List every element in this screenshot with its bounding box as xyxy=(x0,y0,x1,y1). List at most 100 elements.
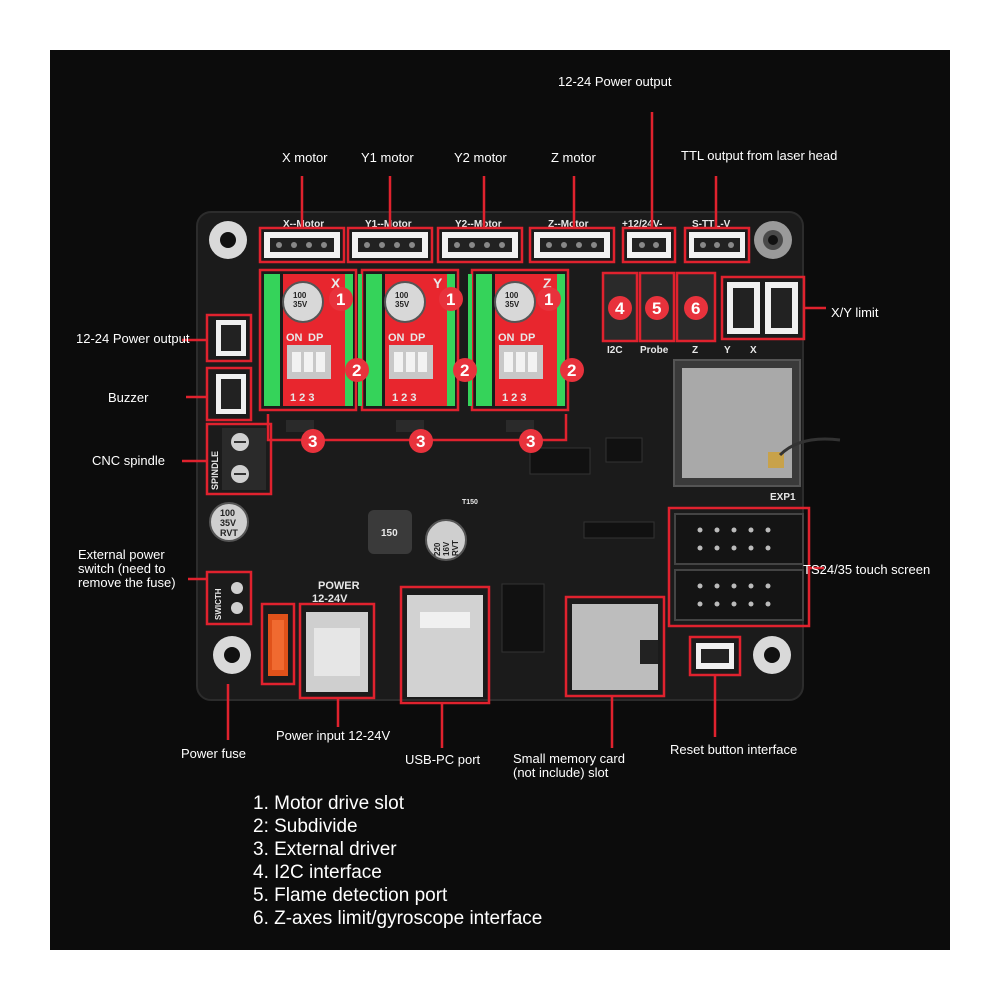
capacitor-220 xyxy=(425,519,467,561)
ttl-connector xyxy=(689,232,745,258)
silk-power: POWER xyxy=(318,580,360,592)
legend-item: 3. External driver xyxy=(253,839,397,860)
label-xy-limit: X/Y limit xyxy=(831,305,879,320)
svg-text:3: 3 xyxy=(526,432,535,451)
label-memory-card: Small memory card (not include) slot xyxy=(513,751,625,780)
silk-cap-rvt: RVT xyxy=(220,528,238,538)
silk-driver-y: Y xyxy=(433,275,443,291)
silk-on: ON xyxy=(286,332,303,344)
badge-motor-slot-z: 1 xyxy=(537,287,561,311)
silk-t150: T150 xyxy=(462,499,478,506)
label-y1-motor: Y1 motor xyxy=(361,150,414,165)
svg-text:4: 4 xyxy=(615,299,625,318)
legend-item: 1. Motor drive slot xyxy=(253,793,404,814)
silk-cap-16v: 16V xyxy=(442,541,451,556)
silk-dip-numbers: 1 2 3 xyxy=(392,392,416,404)
badge-subdivide-x: 2 xyxy=(345,358,369,382)
wifi-module: EXP1 xyxy=(673,359,841,503)
silk-limit-x: X xyxy=(750,345,757,356)
svg-text:6: 6 xyxy=(691,299,700,318)
badge-subdivide-z: 2 xyxy=(560,358,584,382)
left-power-output-connector xyxy=(205,313,253,363)
label-power-output-left: 12-24 Power output xyxy=(76,331,190,346)
z-motor-connector xyxy=(534,232,610,258)
power-fuse xyxy=(260,602,296,686)
silk-limit-z: Z xyxy=(692,345,698,356)
silk-dip-numbers: 1 2 3 xyxy=(290,392,314,404)
label-power-output-top: 12-24 Power output xyxy=(558,74,672,89)
label-cnc-spindle: CNC spindle xyxy=(92,453,165,468)
silk-dip-numbers: 1 2 3 xyxy=(502,392,526,404)
label-z-motor: Z motor xyxy=(551,150,596,165)
power-output-connector xyxy=(627,232,671,258)
silk-y2-motor: Y2--Motor xyxy=(455,219,502,230)
silk-cap-35v: 35V xyxy=(220,518,236,528)
legend-item: 4. I2C interface xyxy=(253,862,382,883)
label-buzzer: Buzzer xyxy=(108,390,149,405)
svg-text:100: 100 xyxy=(395,291,409,300)
silk-cap-100: 100 xyxy=(220,508,235,518)
badge-external-driver-y: 3 xyxy=(409,429,433,453)
label-power-input: Power input 12-24V xyxy=(276,728,391,743)
inductor xyxy=(368,510,412,554)
silk-on: ON xyxy=(388,332,405,344)
mounting-hole-icon xyxy=(209,221,247,259)
callout-lines xyxy=(182,112,826,748)
silk-inductor: 150 xyxy=(381,528,398,539)
svg-text:2: 2 xyxy=(460,361,469,380)
silk-dp: DP xyxy=(410,332,425,344)
badge-motor-slot-x: 1 xyxy=(329,287,353,311)
silk-exp1: EXP1 xyxy=(770,492,796,503)
usb-port xyxy=(399,585,491,705)
touch-screen-connectors xyxy=(667,506,811,628)
power-input-jack xyxy=(298,602,376,700)
svg-text:100: 100 xyxy=(293,291,307,300)
label-usb-port: USB-PC port xyxy=(405,752,481,767)
badge-motor-slot-y: 1 xyxy=(439,287,463,311)
silk-driver-x: X xyxy=(331,275,341,291)
label-touch-screen: TS24/35 touch screen xyxy=(803,562,931,577)
silk-on: ON xyxy=(498,332,515,344)
y1-motor-connector xyxy=(352,232,428,258)
legend: 1. Motor drive slot 2: Subdivide 3. Exte… xyxy=(253,792,542,930)
buzzer-connector xyxy=(205,366,253,422)
spindle-terminal: SPINDLE xyxy=(205,422,273,496)
svg-text:35V: 35V xyxy=(395,300,410,309)
silk-ttl: S-TTL-V xyxy=(692,219,731,230)
badge-external-driver-z: 3 xyxy=(519,429,543,453)
label-reset-button: Reset button interface xyxy=(670,742,798,757)
label-ttl-output: TTL output from laser head xyxy=(681,148,838,163)
legend-item: 6. Z-axes limit/gyroscope interface xyxy=(253,908,543,929)
legend-item: 2: Subdivide xyxy=(253,816,358,837)
reset-connector xyxy=(688,635,742,677)
power-switch-connector: SWICTH xyxy=(205,570,253,626)
silk-spindle: SPINDLE xyxy=(210,451,220,490)
badge-i2c: 4 xyxy=(608,296,632,320)
silk-limit-y: Y xyxy=(724,345,731,356)
x-motor-connector xyxy=(264,232,340,258)
svg-text:5: 5 xyxy=(652,299,661,318)
y2-motor-connector xyxy=(442,232,518,258)
badge-z-limit: 6 xyxy=(684,296,708,320)
silk-power-volt: 12-24V xyxy=(312,593,348,605)
silk-i2c: I2C xyxy=(607,345,623,356)
svg-text:35V: 35V xyxy=(505,300,520,309)
silk-power-out: +12/24V- xyxy=(622,219,662,230)
memory-card-slot xyxy=(564,595,666,698)
svg-text:3: 3 xyxy=(416,432,425,451)
silk-driver-z: Z xyxy=(543,275,552,291)
mounting-hole-icon xyxy=(213,636,251,674)
legend-item: 5. Flame detection port xyxy=(253,885,448,906)
silk-dp: DP xyxy=(520,332,535,344)
label-external-power-switch: External power switch (need to remove th… xyxy=(78,547,176,590)
silk-probe: Probe xyxy=(640,345,669,356)
label-y2-motor: Y2 motor xyxy=(454,150,507,165)
silk-dp: DP xyxy=(308,332,323,344)
svg-text:1: 1 xyxy=(336,290,345,309)
svg-text:2: 2 xyxy=(352,361,361,380)
svg-text:1: 1 xyxy=(544,290,553,309)
driver-module-y: 100 35V ON DP 1 2 3 Y xyxy=(360,268,460,412)
silk-y1-motor: Y1--Motor xyxy=(365,219,412,230)
capacitor-100 xyxy=(209,502,249,542)
